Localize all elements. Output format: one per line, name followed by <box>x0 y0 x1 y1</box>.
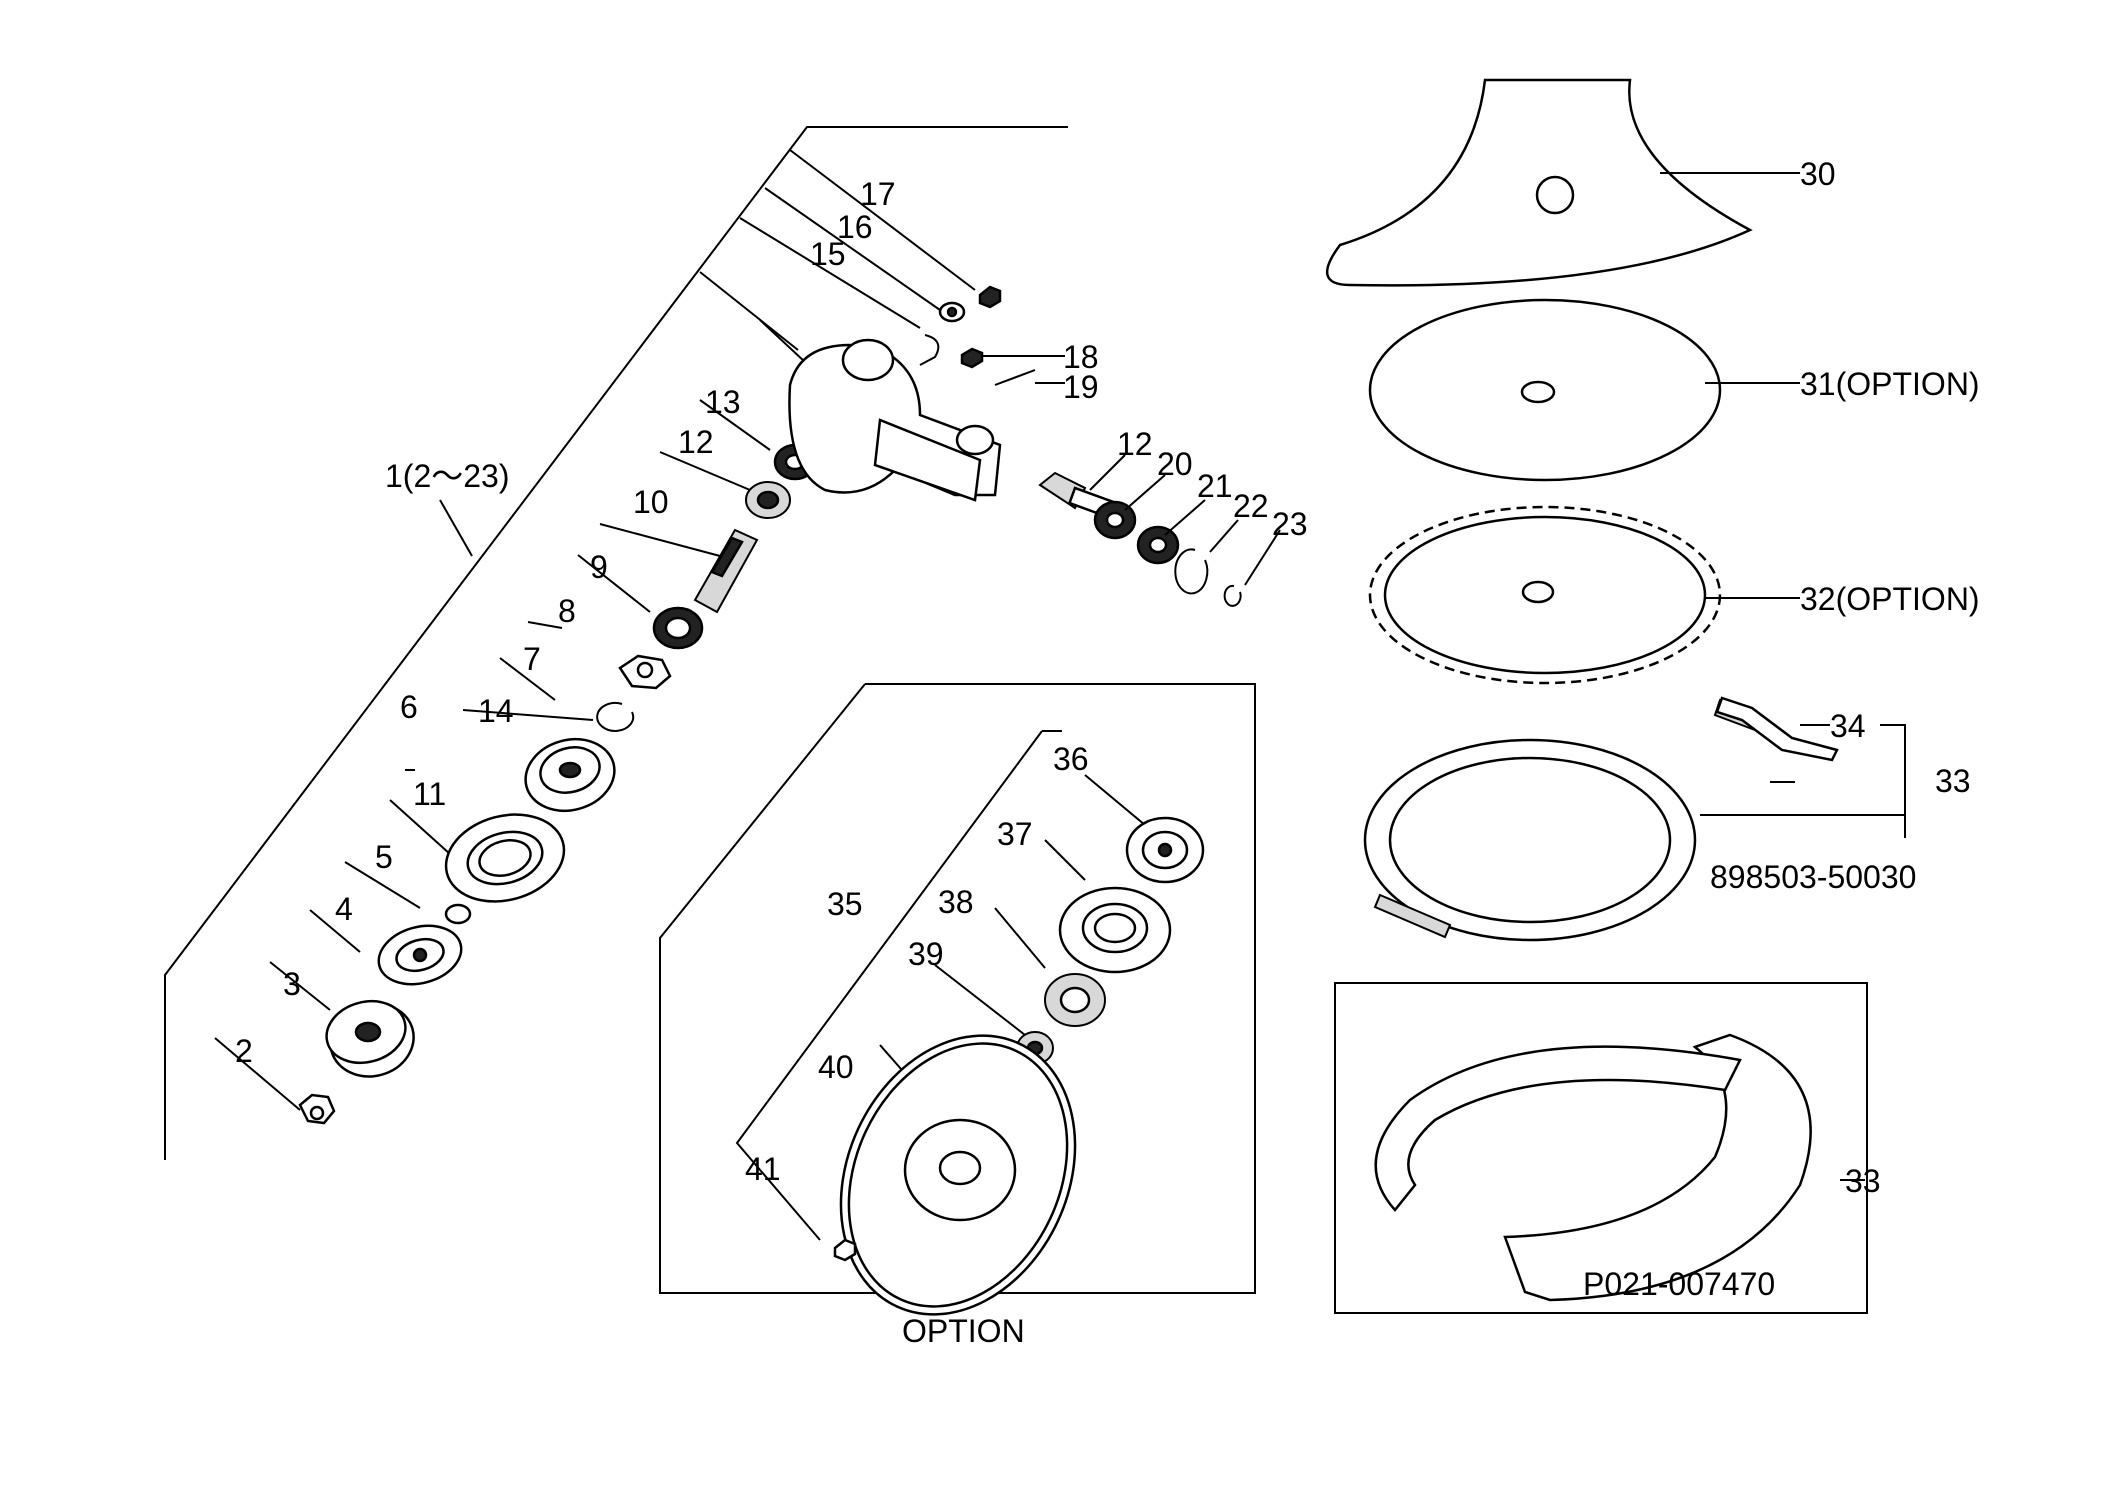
code-p021-007470: P021-007470 <box>1583 1266 1775 1302</box>
part-32-saw-blade <box>1368 505 1800 685</box>
part-33-box <box>1334 982 1868 1314</box>
part-18-bolt <box>960 347 1065 369</box>
label-23: 23 <box>1272 506 1308 542</box>
part-labels: 1(2～23) 2 3 4 5 6 7 8 9 10 11 12 13 14 1… <box>235 156 1980 1349</box>
label-16: 16 <box>837 209 873 245</box>
part-30-blade <box>1325 78 1800 287</box>
label-32: 32(OPTION) <box>1800 581 1980 617</box>
part-37-holder <box>1058 886 1172 974</box>
part-41-bolt <box>833 1238 857 1262</box>
label-1: 1(2～23) <box>385 458 510 494</box>
part-15-clip <box>919 334 940 366</box>
label-40: 40 <box>818 1049 854 1085</box>
label-10: 10 <box>633 484 669 520</box>
part-7-circlip <box>596 701 635 732</box>
label-14: 14 <box>478 693 514 729</box>
label-18: 18 <box>1063 339 1099 375</box>
part-14-holder <box>524 737 616 813</box>
part-31-blade <box>1368 298 1800 482</box>
label-30: 30 <box>1800 156 1836 192</box>
label-17: 17 <box>860 176 896 212</box>
part-40-guard-plate <box>839 1034 1077 1316</box>
part-33-guard-ring <box>1363 698 1906 942</box>
part-34-bracket <box>1715 696 1839 762</box>
part-gear-case <box>788 338 1002 502</box>
part-12-bearing-a <box>745 481 791 519</box>
part-8-plate <box>618 654 672 690</box>
label-5: 5 <box>375 839 393 875</box>
label-34: 34 <box>1830 708 1866 744</box>
label-31: 31(OPTION) <box>1800 366 1980 402</box>
label-20: 20 <box>1157 446 1193 482</box>
label-22: 22 <box>1233 488 1269 524</box>
label-21: 21 <box>1197 468 1233 504</box>
label-7: 7 <box>523 641 541 677</box>
label-12a: 12 <box>678 424 714 460</box>
label-2: 2 <box>235 1033 253 1069</box>
part-11-disc <box>444 813 566 903</box>
label-15: 15 <box>810 236 846 272</box>
part-3-cover <box>325 999 415 1078</box>
part-36-cap <box>1125 816 1205 884</box>
label-8: 8 <box>558 593 576 629</box>
part-16-washer <box>938 301 966 323</box>
code-898503-50030: 898503-50030 <box>1710 859 1916 895</box>
option-label: OPTION <box>902 1313 1025 1349</box>
label-41: 41 <box>745 1151 781 1187</box>
label-9: 9 <box>590 549 608 585</box>
label-6: 6 <box>400 689 418 725</box>
label-13: 13 <box>705 384 741 420</box>
part-9-bearing <box>652 606 704 650</box>
part-21-bearing <box>1136 525 1180 565</box>
part-23-ring <box>1223 584 1242 607</box>
part-2-nut <box>298 1093 336 1125</box>
part-22-circlip <box>1174 548 1209 595</box>
label-12b: 12 <box>1117 426 1153 462</box>
label-33b: 33 <box>1845 1163 1881 1199</box>
label-11: 11 <box>413 776 446 812</box>
label-35: 35 <box>827 886 863 922</box>
part-5-ring <box>444 903 472 925</box>
label-36: 36 <box>1053 741 1089 777</box>
part-38-bearing <box>1044 973 1106 1027</box>
part-20-bearing <box>1093 500 1137 540</box>
part-19-bolt <box>994 369 1065 386</box>
label-4: 4 <box>335 891 353 927</box>
label-33a: 33 <box>1935 763 1971 799</box>
part-4-washer <box>377 924 463 986</box>
label-37: 37 <box>997 816 1033 852</box>
part-17-bolt <box>978 285 1002 309</box>
label-3: 3 <box>283 966 301 1002</box>
label-38: 38 <box>938 884 974 920</box>
label-39: 39 <box>908 936 944 972</box>
assembly-bracket <box>164 126 1068 1160</box>
part-10-shaft <box>693 528 759 614</box>
label-19: 19 <box>1063 369 1099 405</box>
